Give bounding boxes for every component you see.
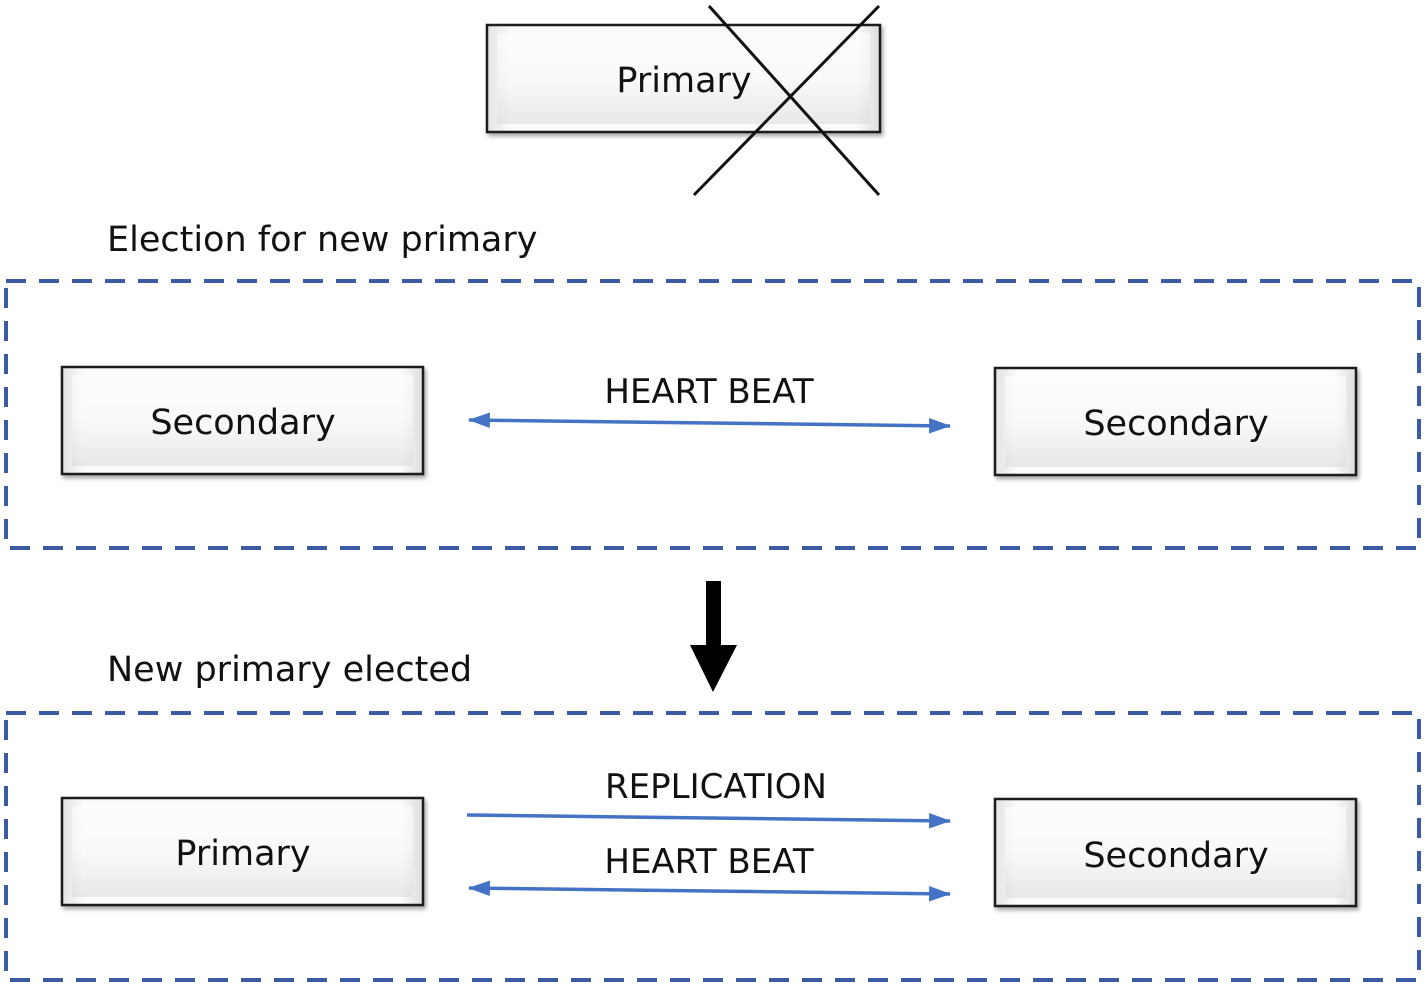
elected-heartbeat-label: HEART BEAT (604, 842, 813, 882)
elected-secondary-label: Secondary (1083, 836, 1268, 876)
replication-label: REPLICATION (605, 767, 827, 807)
election-heartbeat-label: HEART BEAT (604, 372, 813, 412)
elected-primary-node: Primary (60, 796, 425, 907)
election-section-title: Election for new primary (107, 220, 537, 260)
elected-primary-label: Primary (175, 834, 310, 874)
failed-primary-node: Primary (485, 23, 882, 134)
election-group-border (4, 279, 1421, 550)
elected-section-title: New primary elected (107, 650, 472, 690)
replication-arrow (466, 813, 952, 829)
failure-cross-icon (692, 4, 881, 197)
elected-group-border (4, 711, 1421, 982)
election-secondary-left-node: Secondary (60, 365, 425, 476)
failed-primary-label: Primary (616, 61, 751, 101)
elected-secondary-node: Secondary (993, 797, 1358, 908)
election-heartbeat-arrow (467, 412, 952, 434)
elected-heartbeat-arrow (467, 880, 952, 902)
election-secondary-right-label: Secondary (1083, 404, 1268, 444)
election-secondary-left-label: Secondary (150, 403, 335, 443)
election-secondary-right-node: Secondary (993, 366, 1358, 477)
transition-down-arrow-icon (690, 581, 737, 692)
